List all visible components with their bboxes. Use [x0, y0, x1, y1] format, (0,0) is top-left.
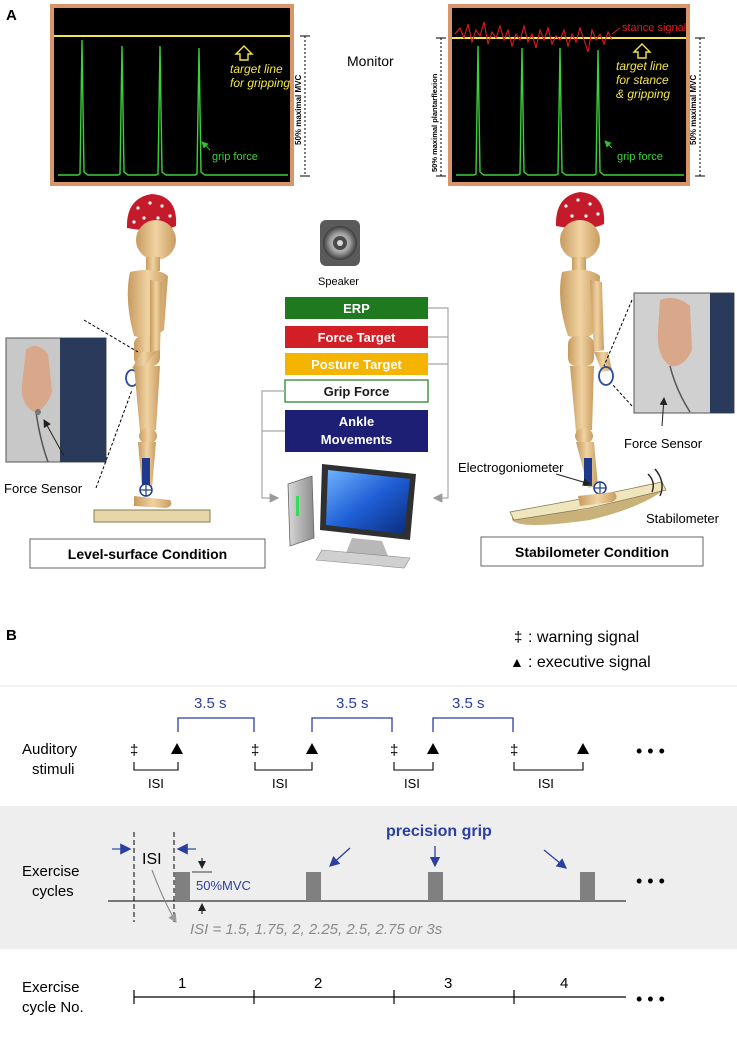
left-target-text-2: for gripping: [230, 76, 290, 90]
panel-b-label: B: [6, 627, 17, 644]
stance-label: stance signal: [622, 22, 686, 34]
speaker-label: Speaker: [318, 276, 359, 288]
level-condition-box: [29, 538, 266, 569]
grip-bar: [580, 872, 595, 901]
stabilometer-condition-box: [480, 536, 704, 567]
legend-exec-symbol: ▲: [510, 654, 524, 670]
signal-boxes: ERP Force Target Posture Target Grip For…: [284, 297, 429, 452]
stance-trace: [454, 21, 613, 53]
legend-warning: : warning signal: [528, 629, 639, 646]
right-grip-trace: [456, 45, 684, 176]
right-monitor-axes: 50% maximal plantarflexion 50% maximal M…: [430, 37, 705, 177]
mvc-label: 50%MVC: [196, 878, 251, 893]
right-target-text-2: for stance: [616, 73, 669, 87]
force-sensor-right-label: Force Sensor: [624, 436, 703, 451]
isi-label-3: ISI: [404, 776, 420, 791]
signal-label-erp: ERP: [343, 301, 370, 316]
signal-label-grip-force: Grip Force: [324, 384, 390, 399]
grip-bar: [306, 872, 321, 901]
legend-exec: : executive signal: [528, 654, 651, 671]
exercise-isi-label: ISI: [142, 851, 162, 868]
up-arrow-icon: [234, 45, 254, 61]
monitor-label: Monitor: [347, 53, 394, 69]
cycle-number-3: 3: [444, 975, 452, 992]
interval-brackets: [177, 717, 514, 732]
left-monitor-axis: 50% maximal MVC: [294, 35, 310, 177]
right-hand-photo: [633, 292, 735, 414]
executive-signal: [427, 743, 439, 754]
ellipsis-3: • • •: [636, 989, 665, 1009]
connector-lines: [261, 307, 449, 503]
right-axis-left-label: 50% maximal plantarflexion: [430, 73, 439, 172]
exercise-label-2: cycles: [32, 883, 74, 900]
auditory-label-1: Auditory: [22, 741, 78, 758]
stabilometer-condition-label: Stabilometer Condition: [515, 544, 669, 560]
electrogoniometer-label: Electrogoniometer: [458, 460, 564, 475]
ellipsis-1: • • •: [636, 741, 665, 761]
interval-label-1: 3.5 s: [194, 695, 227, 712]
stabilometer-label: Stabilometer: [646, 511, 720, 526]
executive-signal: [171, 743, 183, 754]
executive-signal: [306, 743, 318, 754]
signal-label-ankle-2: Movements: [321, 432, 393, 447]
left-axis-label: 50% maximal MVC: [294, 75, 303, 145]
signal-box-force-target: [285, 326, 428, 348]
right-target-text-1: target line: [616, 59, 669, 73]
cycle-number-4: 4: [560, 975, 568, 992]
cycle-no-label-1: Exercise: [22, 979, 80, 996]
auditory-label-2: stimuli: [32, 761, 75, 778]
left-mannequin: [93, 194, 211, 523]
warning-signal: ‡: [130, 742, 138, 759]
speaker-icon: [320, 220, 360, 266]
interval-label-2: 3.5 s: [336, 695, 369, 712]
right-target-text-3: & gripping: [616, 87, 670, 101]
left-monitor: target line for gripping grip force: [50, 4, 294, 186]
legend-warning-symbol: ‡: [514, 629, 522, 646]
signal-box-posture-target: [285, 353, 428, 375]
left-grip-trace: [58, 39, 288, 176]
executive-signal: [577, 743, 589, 754]
cycle-number-1: 1: [178, 975, 186, 992]
up-arrow-icon: [632, 43, 652, 59]
grip-bar: [428, 872, 443, 901]
cycle-number-2: 2: [314, 975, 322, 992]
grip-bars: [175, 872, 595, 901]
level-condition-label: Level-surface Condition: [68, 546, 227, 562]
cycle-no-label-2: cycle No.: [22, 999, 84, 1016]
precision-grip-label: precision grip: [386, 823, 492, 840]
isi-brackets: [133, 762, 584, 771]
signal-label-force-target: Force Target: [318, 330, 396, 345]
right-mannequin: [509, 192, 667, 525]
right-monitor: stance signal target line for stance & g…: [448, 4, 690, 186]
computer-icon: [287, 464, 416, 569]
right-grip-label: grip force: [617, 151, 663, 163]
left-target-text-1: target line: [230, 62, 283, 76]
warning-signal: ‡: [510, 742, 518, 759]
left-grip-label: grip force: [212, 151, 258, 163]
isi-label-1: ISI: [148, 776, 164, 791]
signal-label-ankle-1: Ankle: [339, 414, 374, 429]
signal-label-posture-target: Posture Target: [311, 357, 402, 372]
panel-a-label: A: [6, 7, 17, 24]
isi-label-4: ISI: [538, 776, 554, 791]
ellipsis-2: • • •: [636, 871, 665, 891]
right-axis-right-label: 50% maximal MVC: [689, 75, 698, 145]
auditory-signals: ‡ ‡ ‡ ‡: [130, 742, 589, 759]
signal-box-ankle: [285, 410, 428, 452]
force-sensor-left-label: Force Sensor: [4, 481, 83, 496]
interval-label-3: 3.5 s: [452, 695, 485, 712]
isi-values-label: ISI = 1.5, 1.75, 2, 2.25, 2.5, 2.75 or 3…: [190, 921, 443, 938]
warning-signal: ‡: [251, 742, 259, 759]
warning-signal: ‡: [390, 742, 398, 759]
signal-box-erp: [285, 297, 428, 319]
exercise-label-1: Exercise: [22, 863, 80, 880]
isi-label-2: ISI: [272, 776, 288, 791]
exercise-band: [0, 806, 737, 949]
grip-bar: [175, 872, 190, 901]
left-hand-photo: [5, 337, 107, 463]
